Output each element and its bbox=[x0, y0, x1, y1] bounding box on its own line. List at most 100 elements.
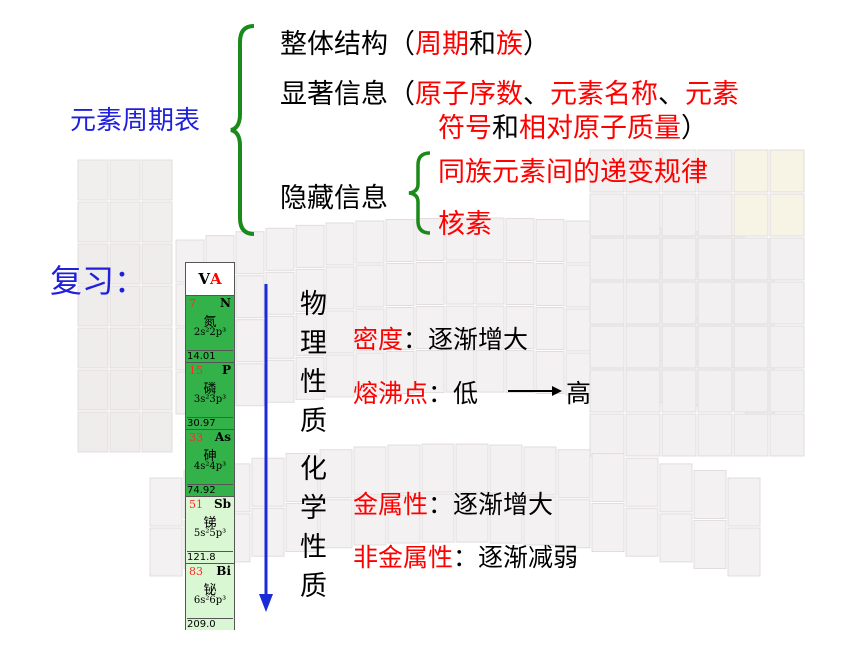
background-table-cell bbox=[589, 413, 625, 457]
background-table-cell bbox=[589, 237, 625, 281]
background-table-cell bbox=[591, 453, 625, 503]
background-table-cell bbox=[589, 149, 625, 193]
background-table-cell bbox=[285, 453, 319, 503]
background-table-cell bbox=[733, 149, 769, 193]
background-table-cell bbox=[727, 527, 761, 577]
background-table-cell bbox=[661, 149, 697, 193]
summary-line-visible-info: 显著信息（原子序数、元素名称、元素 bbox=[280, 79, 739, 110]
background-table-cell bbox=[251, 507, 285, 557]
background-table-cell bbox=[355, 352, 385, 396]
background-table-cell bbox=[535, 307, 565, 351]
background-table-cell bbox=[141, 243, 173, 285]
background-table-cell bbox=[589, 369, 625, 413]
background-table-cell bbox=[769, 413, 805, 457]
background-table-cell bbox=[697, 193, 733, 237]
background-table-cell bbox=[265, 359, 295, 403]
background-table-cell bbox=[141, 159, 173, 201]
physical-label-char: 物 bbox=[300, 289, 327, 320]
hidden-info-label: 隐藏信息 bbox=[280, 183, 388, 214]
background-table-cell bbox=[265, 271, 295, 315]
background-table-cell bbox=[769, 325, 805, 369]
background-table-cell bbox=[505, 306, 535, 350]
background-table-cell bbox=[697, 281, 733, 325]
background-table-cell bbox=[475, 217, 505, 261]
background-table-cell bbox=[505, 350, 535, 394]
background-table-cell bbox=[235, 231, 265, 275]
background-table-cell bbox=[445, 305, 475, 349]
background-table-cell bbox=[319, 499, 353, 549]
background-table-cell bbox=[295, 268, 325, 312]
background-table-cell bbox=[325, 354, 355, 398]
background-table-cell bbox=[625, 149, 661, 193]
background-table-cell bbox=[589, 281, 625, 325]
chemical-label-char: 学 bbox=[300, 493, 327, 524]
background-table-cell bbox=[385, 219, 415, 263]
metallic-trend: 金属性：逐渐增大 bbox=[353, 490, 554, 519]
background-table-cell bbox=[697, 325, 733, 369]
background-table-cell bbox=[415, 350, 445, 394]
background-table-cell bbox=[295, 312, 325, 356]
background-table-cell bbox=[235, 275, 265, 319]
background-table-cell bbox=[661, 237, 697, 281]
background-table-cell bbox=[659, 513, 693, 563]
background-table-cell bbox=[557, 499, 591, 549]
chemical-label-char: 化 bbox=[300, 454, 327, 485]
background-table-cell bbox=[565, 352, 595, 396]
background-table-cell bbox=[697, 237, 733, 281]
background-table-cell bbox=[625, 281, 661, 325]
background-table-cell bbox=[733, 193, 769, 237]
background-table-cell bbox=[589, 325, 625, 369]
background-table-cell bbox=[565, 308, 595, 352]
background-table-cell bbox=[415, 306, 445, 350]
hidden-info-brace bbox=[408, 151, 431, 235]
background-table-cell bbox=[385, 351, 415, 395]
background-table-cell bbox=[625, 507, 659, 557]
background-table-cell bbox=[77, 285, 109, 327]
background-table-cell bbox=[445, 261, 475, 305]
background-table-cell bbox=[109, 159, 141, 201]
background-table-cell bbox=[475, 349, 505, 393]
melting-point-high: 高 bbox=[566, 379, 592, 408]
background-table-cell bbox=[149, 527, 183, 577]
background-table-cell bbox=[733, 281, 769, 325]
background-table-cell bbox=[251, 457, 285, 507]
background-table-cell bbox=[77, 411, 109, 453]
increase-arrow bbox=[508, 386, 562, 396]
background-table-cell bbox=[661, 193, 697, 237]
background-table-cell bbox=[697, 149, 733, 193]
background-table-cell bbox=[77, 243, 109, 285]
background-table-cell bbox=[625, 325, 661, 369]
background-table-cell bbox=[733, 413, 769, 457]
hidden-info-trend: 同族元素间的递变规律 bbox=[438, 157, 708, 188]
background-table-cell bbox=[565, 220, 595, 264]
background-table-cell bbox=[733, 237, 769, 281]
background-table-cell bbox=[141, 201, 173, 243]
background-table-cell bbox=[589, 193, 625, 237]
background-table-cell bbox=[489, 444, 523, 494]
background-table-cell bbox=[523, 496, 557, 546]
background-table-cell bbox=[141, 285, 173, 327]
background-table-cell bbox=[415, 262, 445, 306]
background-table-cell bbox=[421, 493, 455, 543]
background-table-cell bbox=[355, 264, 385, 308]
physical-label-char: 理 bbox=[300, 328, 327, 359]
main-brace bbox=[230, 24, 255, 236]
background-table-cell bbox=[489, 494, 523, 544]
background-table-cell bbox=[733, 325, 769, 369]
background-table-cell bbox=[325, 266, 355, 310]
background-table-cell bbox=[693, 519, 727, 569]
background-table-cell bbox=[727, 477, 761, 527]
background-table-cell bbox=[141, 327, 173, 369]
background-table-cell bbox=[625, 193, 661, 237]
background-table-cell bbox=[285, 503, 319, 553]
background-table-cell bbox=[109, 369, 141, 411]
background-table-cell bbox=[77, 159, 109, 201]
background-table-cell bbox=[535, 263, 565, 307]
summary-line-structure: 整体结构（周期和族） bbox=[280, 29, 550, 60]
background-table-cell bbox=[77, 327, 109, 369]
